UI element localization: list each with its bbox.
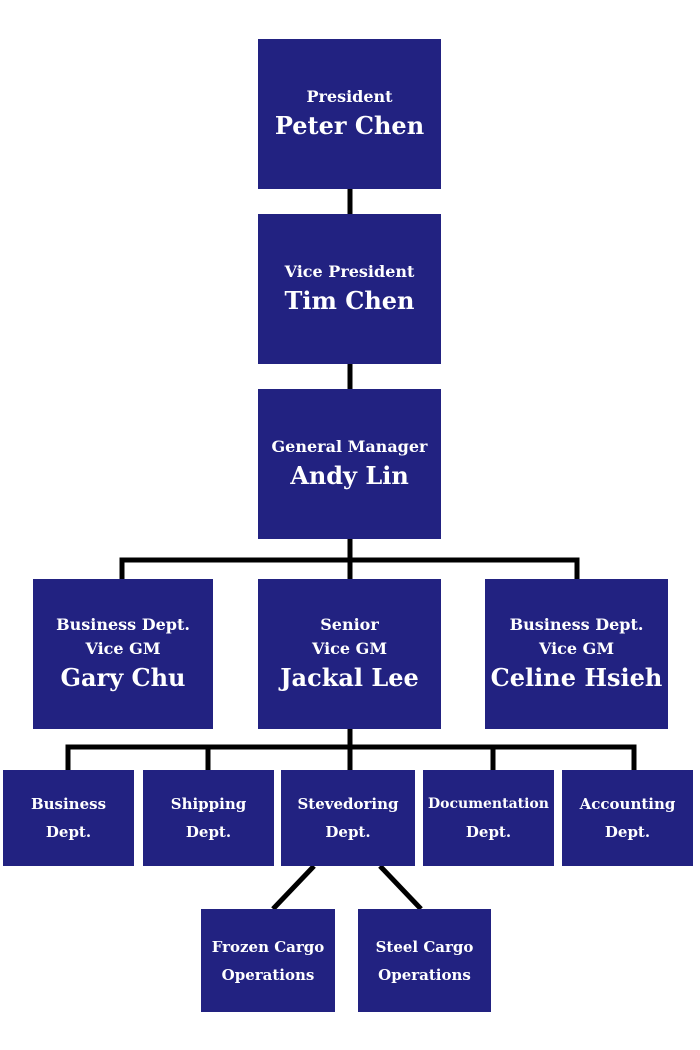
vice-gm-left-title-line2: Vice GM (85, 639, 161, 658)
vice-gm-right-name: Celine Hsieh (490, 663, 663, 692)
accounting-dept-box: Accounting Dept. (562, 770, 693, 866)
president-title: President (306, 87, 393, 106)
steel-cargo-operations-box: Steel Cargo Operations (358, 909, 491, 1012)
dept-line2: Dept. (45, 823, 92, 841)
documentation-dept-box: Documentation Dept. (423, 770, 554, 866)
vice-president-title: Vice President (284, 262, 415, 281)
senior-vice-gm-title-line1: Senior (320, 615, 379, 634)
dept-line1: Shipping (170, 795, 247, 813)
senior-vice-gm-title-line2: Vice GM (311, 639, 388, 658)
president-box: President Peter Chen (258, 39, 441, 189)
vice-gm-left-name: Gary Chu (60, 663, 186, 692)
connector-steel (378, 864, 423, 911)
dept-line2: Dept. (325, 823, 371, 841)
vice-president-box: Vice President Tim Chen (258, 214, 441, 364)
vice-gm-right-title-line1: Business Dept. (509, 615, 644, 634)
shipping-dept-box: Shipping Dept. (143, 770, 274, 866)
president-name: Peter Chen (274, 111, 425, 140)
vice-gm-left-title-line1: Business Dept. (56, 615, 190, 634)
operations-line1: Frozen Cargo (211, 937, 325, 956)
dept-line1: Business (30, 795, 107, 813)
dept-line1: Stevedoring (297, 795, 399, 813)
dept-line1: Accounting (579, 795, 676, 813)
vice-gm-right-title-line2: Vice GM (538, 639, 615, 658)
business-dept-box: Business Dept. (3, 770, 134, 866)
vice-gm-business-left-box: Business Dept. Vice GM Gary Chu (33, 579, 213, 729)
dept-line2: Dept. (465, 823, 512, 841)
vice-gm-business-right-box: Business Dept. Vice GM Celine Hsieh (485, 579, 668, 729)
dept-line2: Dept. (604, 823, 651, 841)
frozen-cargo-operations-box: Frozen Cargo Operations (201, 909, 335, 1012)
connector-frozen (271, 864, 316, 911)
general-manager-name: Andy Lin (290, 461, 409, 490)
vice-president-name: Tim Chen (284, 286, 415, 315)
general-manager-box: General Manager Andy Lin (258, 389, 441, 539)
dept-line2: Dept. (185, 823, 232, 841)
senior-vice-gm-name: Jackal Lee (280, 663, 419, 692)
dept-line1: Documentation (428, 796, 549, 812)
general-manager-title: General Manager (271, 437, 428, 456)
operations-line2: Operations (221, 965, 315, 984)
operations-line1: Steel Cargo (375, 937, 474, 956)
stevedoring-dept-box: Stevedoring Dept. (281, 770, 415, 866)
senior-vice-gm-box: Senior Vice GM Jackal Lee (258, 579, 441, 729)
operations-line2: Operations (378, 965, 471, 984)
